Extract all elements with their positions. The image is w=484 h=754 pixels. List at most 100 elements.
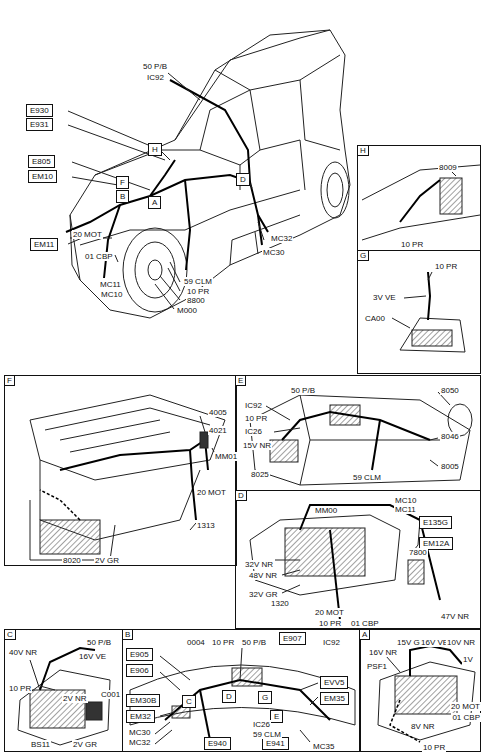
panel-letter: F: [5, 376, 15, 386]
connector-code: E930: [30, 106, 49, 115]
callout-label: 16V NR: [368, 648, 398, 657]
connector-code-box: EVV5: [320, 676, 348, 689]
callout-label: 10 PR: [400, 240, 424, 249]
callout-label: 01 CBP: [451, 713, 481, 722]
panel-letter: E: [236, 376, 246, 386]
connector-code: E805: [32, 157, 51, 166]
connector-code: D: [226, 692, 232, 701]
callout-label: MM00: [314, 506, 338, 515]
callout-label: 16V VE: [78, 652, 107, 661]
callout-label: 8050: [440, 386, 460, 395]
callout-label: CA00: [364, 314, 386, 323]
connector-code-box: B: [116, 190, 129, 203]
callout-label: 50 P/B: [86, 638, 112, 647]
connector-code-box: E940: [204, 737, 231, 750]
callout-label: IC26: [252, 720, 271, 729]
callout-label: MC30: [128, 728, 151, 737]
callout-label: MC32: [128, 738, 151, 747]
callout-label: 10 PR: [8, 684, 32, 693]
panel-letter: C: [5, 630, 16, 640]
callout-label: 47V NR: [440, 612, 470, 621]
connector-code-box: EM10: [28, 170, 57, 183]
callout-label: IC92: [146, 73, 165, 82]
callout-label: IC92: [322, 638, 341, 647]
callout-label: PSF1: [366, 662, 388, 671]
view-panel: F: [4, 375, 237, 566]
panel-letter: G: [358, 251, 369, 261]
callout-label: 8800: [186, 296, 206, 305]
callout-label: 50 P/B: [290, 386, 316, 395]
callout-label: IC92: [244, 401, 263, 410]
connector-code-box: E931: [26, 118, 53, 131]
callout-label: 2V NR: [62, 694, 88, 703]
callout-label: 01 CBP: [350, 619, 380, 628]
callout-label: 4005: [208, 408, 228, 417]
callout-label: 10 PR: [211, 638, 235, 647]
connector-code: EM11: [34, 240, 54, 249]
callout-label: 32V NR: [244, 560, 274, 569]
connector-code: F: [120, 178, 125, 187]
callout-label: 1320: [270, 599, 290, 608]
connector-code-box: E907: [279, 632, 306, 645]
connector-code: G: [262, 693, 268, 702]
callout-label: 59 CLM: [183, 277, 213, 286]
callout-label: 8046: [440, 432, 460, 441]
callout-label: 8009: [438, 163, 458, 172]
callout-label: 8025: [250, 470, 270, 479]
panel-letter: B: [123, 630, 133, 640]
callout-label: MC32: [270, 234, 293, 243]
callout-label: 10 PR: [434, 262, 458, 271]
callout-label: 48V NR: [248, 571, 278, 580]
view-panel: BE905E906E907EVV5EM30BEM32EM35CDGEE940E9…: [122, 629, 361, 752]
callout-label: 8020: [62, 556, 82, 565]
callout-label: MC35: [312, 742, 335, 751]
callout-label: 8V NR: [410, 722, 436, 731]
panel-letter: H: [358, 146, 369, 156]
callout-label: 50 P/B: [241, 638, 267, 647]
callout-label: 01 CBP: [84, 252, 114, 261]
callout-label: 20 MOT: [196, 488, 227, 497]
connector-code: E135G: [423, 518, 448, 527]
callout-label: 15V NR: [242, 441, 272, 450]
connector-code-box: D: [236, 173, 250, 186]
callout-label: 2V GR: [72, 740, 98, 749]
connector-code: B: [120, 192, 125, 201]
connector-code-box: A: [148, 196, 161, 209]
connector-code-box: E930: [26, 104, 53, 117]
callout-label: 2V GR: [94, 556, 120, 565]
connector-code: EVV5: [324, 678, 344, 687]
callout-label: MC10: [100, 290, 123, 299]
callout-label: 32V GR: [248, 590, 278, 599]
callout-label: 10 PR: [318, 619, 342, 628]
connector-code: D: [240, 175, 246, 184]
connector-code-box: G: [258, 691, 272, 704]
callout-label: BS11: [30, 740, 51, 749]
connector-code-box: EM11: [30, 238, 58, 251]
view-panel: G: [357, 250, 481, 374]
connector-code: C: [186, 697, 192, 706]
callout-label: MC30: [262, 248, 285, 257]
panel-letter: A: [360, 630, 370, 640]
callout-label: M000: [176, 306, 198, 315]
connector-code: EM10: [32, 172, 53, 181]
callout-label: 10V NR: [446, 638, 476, 647]
callout-label: MC11: [394, 505, 417, 514]
connector-code: E941: [266, 739, 285, 748]
callout-label: 10 PR: [186, 287, 210, 296]
connector-code: E906: [130, 666, 149, 675]
connector-code-box: EM30B: [126, 694, 160, 707]
callout-label: 20 MOT: [314, 608, 345, 617]
connector-code: E: [274, 712, 279, 721]
callout-label: MC11: [99, 280, 122, 289]
connector-code-box: E905: [126, 648, 153, 661]
panel-letter: D: [236, 491, 247, 501]
connector-code-box: H: [148, 143, 162, 156]
callout-label: 1V: [462, 655, 474, 664]
callout-label: 4021: [208, 426, 228, 435]
connector-code: EM12A: [423, 539, 449, 548]
callout-label: 20 MOT: [450, 702, 481, 711]
connector-code-box: E906: [126, 664, 153, 677]
connector-code: E940: [208, 739, 227, 748]
callout-label: 7800: [408, 548, 428, 557]
